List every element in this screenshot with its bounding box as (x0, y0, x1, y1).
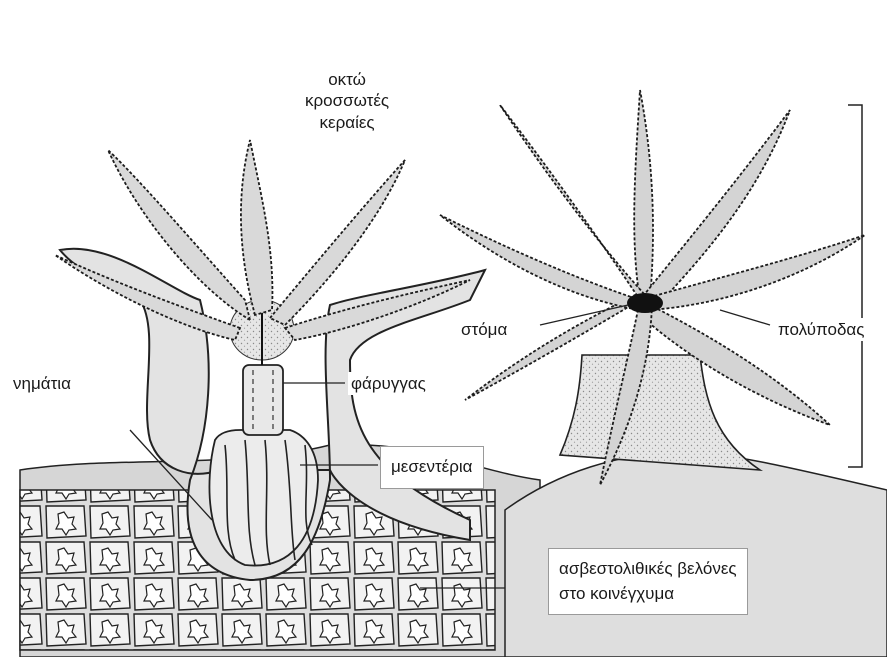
pharynx-label: φάρυγγας (348, 372, 429, 395)
mesenteries-label: μεσεντέρια (380, 446, 484, 489)
mouth-label: στόμα (458, 318, 510, 341)
tentacles-label: οκτώ κροσσωτές κεραίες (302, 68, 392, 134)
spicules-label: ασβεστολιθικές βελόνες στο κοινέγχυμα (548, 548, 748, 615)
polyp-label: πολύποδας (775, 318, 867, 341)
tentacles-label-line-1: οκτώ (305, 69, 389, 90)
filaments-label: νημάτια (10, 372, 74, 395)
tentacles-label-line-3: κεραίες (305, 112, 389, 133)
spicules-label-line-1: ασβεστολιθικές βελόνες (559, 557, 737, 582)
tentacles-label-line-2: κροσσωτές (305, 90, 389, 111)
spicules-label-line-2: στο κοινέγχυμα (559, 582, 737, 607)
